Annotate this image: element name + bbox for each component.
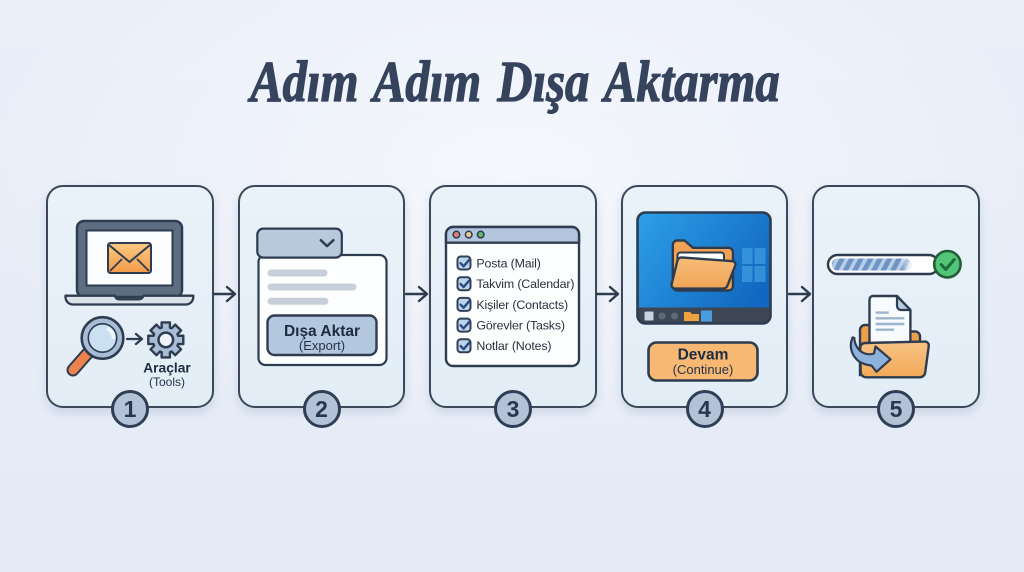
svg-text:Dışa Aktar: Dışa Aktar	[283, 323, 359, 340]
svg-text:Devam: Devam	[677, 347, 728, 364]
svg-text:Notlar (Notes): Notlar (Notes)	[476, 339, 551, 353]
svg-text:(Export): (Export)	[298, 338, 344, 353]
svg-text:(Tools): (Tools)	[149, 375, 185, 389]
svg-text:Kişiler (Contacts): Kişiler (Contacts)	[476, 298, 568, 312]
svg-text:Görevler (Tasks): Görevler (Tasks)	[476, 319, 565, 333]
svg-text:Araçlar: Araçlar	[143, 361, 191, 376]
svg-text:Takvim (Calendar): Takvim (Calendar)	[476, 277, 574, 291]
svg-text:(Continue): (Continue)	[672, 362, 733, 377]
svg-text:Posta (Mail): Posta (Mail)	[476, 256, 540, 270]
